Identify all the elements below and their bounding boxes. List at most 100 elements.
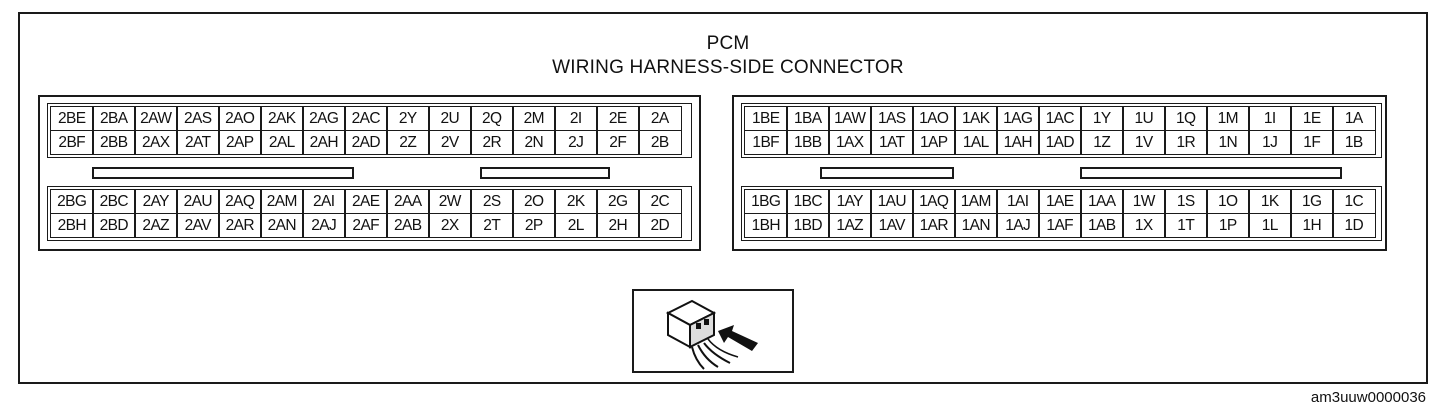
- pin-cell: 1BA: [786, 106, 830, 131]
- pin-cell: 2AG: [302, 106, 346, 131]
- pin-cell: 1AE: [1038, 189, 1082, 214]
- pin-cell: 2AX: [134, 130, 178, 155]
- pin-cell: 1X: [1122, 213, 1166, 238]
- pin-cell: 2AB: [386, 213, 430, 238]
- pin-cell: 2Q: [470, 106, 514, 131]
- pin-cell: 2D: [638, 213, 682, 238]
- pin-cell: 2E: [596, 106, 640, 131]
- pin-cell: 2R: [470, 130, 514, 155]
- pin-cell: 2AM: [260, 189, 304, 214]
- pin-cell: 1C: [1332, 189, 1376, 214]
- pin-cell: 1BD: [786, 213, 830, 238]
- pin-cell: 1AR: [912, 213, 956, 238]
- pin-cell: 1AI: [996, 189, 1040, 214]
- pin-cell: 1AT: [870, 130, 914, 155]
- pin-cell: 2G: [596, 189, 640, 214]
- pin-cell: 1K: [1248, 189, 1292, 214]
- pin-cell: 1T: [1164, 213, 1208, 238]
- pin-cell: 2AU: [176, 189, 220, 214]
- pin-cell: 2AP: [218, 130, 262, 155]
- pin-cell: 2AZ: [134, 213, 178, 238]
- pin-cell: 2AJ: [302, 213, 346, 238]
- pin-cell: 1F: [1290, 130, 1334, 155]
- pin-cell: 2AF: [344, 213, 388, 238]
- connector-2-lower-frame: [47, 186, 692, 241]
- pin-cell: 2BE: [50, 106, 94, 131]
- pin-cell: 2I: [554, 106, 598, 131]
- pin-cell: 1M: [1206, 106, 1250, 131]
- pin-cell: 2V: [428, 130, 472, 155]
- pin-cell: 2AI: [302, 189, 346, 214]
- pin-cell: 2AY: [134, 189, 178, 214]
- pin-cell: 2AW: [134, 106, 178, 131]
- pin-cell: 1AL: [954, 130, 998, 155]
- pin-cell: 2X: [428, 213, 472, 238]
- pin-cell: 2AK: [260, 106, 304, 131]
- pin-cell: 1D: [1332, 213, 1376, 238]
- diagram-subtitle: WIRING HARNESS-SIDE CONNECTOR: [552, 57, 904, 78]
- pin-cell: 2AD: [344, 130, 388, 155]
- pin-cell: 1AH: [996, 130, 1040, 155]
- pin-cell: 1AN: [954, 213, 998, 238]
- pin-cell: 1AM: [954, 189, 998, 214]
- pin-cell: 2W: [428, 189, 472, 214]
- pin-cell: 1AV: [870, 213, 914, 238]
- pin-cell: 2H: [596, 213, 640, 238]
- pin-cell: 2AR: [218, 213, 262, 238]
- pin-cell: 2L: [554, 213, 598, 238]
- pin-cell: 2Z: [386, 130, 430, 155]
- pin-cell: 1O: [1206, 189, 1250, 214]
- connector-2-key-right: [480, 167, 610, 179]
- pin-cell: 2BG: [50, 189, 94, 214]
- pin-cell: 2AE: [344, 189, 388, 214]
- connector-view-icon-box: [632, 289, 794, 373]
- pin-cell: 1BF: [744, 130, 788, 155]
- pin-cell: 2U: [428, 106, 472, 131]
- pin-cell: 1BC: [786, 189, 830, 214]
- pin-cell: 2AT: [176, 130, 220, 155]
- pin-cell: 2AL: [260, 130, 304, 155]
- pin-cell: 1BE: [744, 106, 788, 131]
- pin-cell: 2AV: [176, 213, 220, 238]
- pin-cell: 2P: [512, 213, 556, 238]
- pin-cell: 1U: [1122, 106, 1166, 131]
- pin-cell: 1AJ: [996, 213, 1040, 238]
- pin-cell: 2K: [554, 189, 598, 214]
- pin-cell: 1AU: [870, 189, 914, 214]
- pin-cell: 2O: [512, 189, 556, 214]
- pin-cell: 1AD: [1038, 130, 1082, 155]
- pin-cell: 1AO: [912, 106, 956, 131]
- pin-cell: 1AA: [1080, 189, 1124, 214]
- pin-cell: 2BC: [92, 189, 136, 214]
- pin-cell: 2BB: [92, 130, 136, 155]
- connector-1-upper-frame: [741, 103, 1382, 158]
- connector-2-key-left: [92, 167, 354, 179]
- pin-cell: 1Q: [1164, 106, 1208, 131]
- pin-cell: 1L: [1248, 213, 1292, 238]
- pin-cell: 1G: [1290, 189, 1334, 214]
- pin-cell: 1AC: [1038, 106, 1082, 131]
- pin-cell: 2AC: [344, 106, 388, 131]
- pin-cell: 2Y: [386, 106, 430, 131]
- pin-cell: 1Y: [1080, 106, 1124, 131]
- connector-1-key-right: [1080, 167, 1342, 179]
- pin-cell: 1B: [1332, 130, 1376, 155]
- pin-cell: 1I: [1248, 106, 1292, 131]
- pin-cell: 2A: [638, 106, 682, 131]
- pin-cell: 2AQ: [218, 189, 262, 214]
- pin-cell: 2BA: [92, 106, 136, 131]
- pin-cell: 1V: [1122, 130, 1166, 155]
- pin-cell: 1AF: [1038, 213, 1082, 238]
- pin-cell: 1W: [1122, 189, 1166, 214]
- connector-1-lower-frame: [741, 186, 1382, 241]
- pin-cell: 1AZ: [828, 213, 872, 238]
- pin-cell: 2F: [596, 130, 640, 155]
